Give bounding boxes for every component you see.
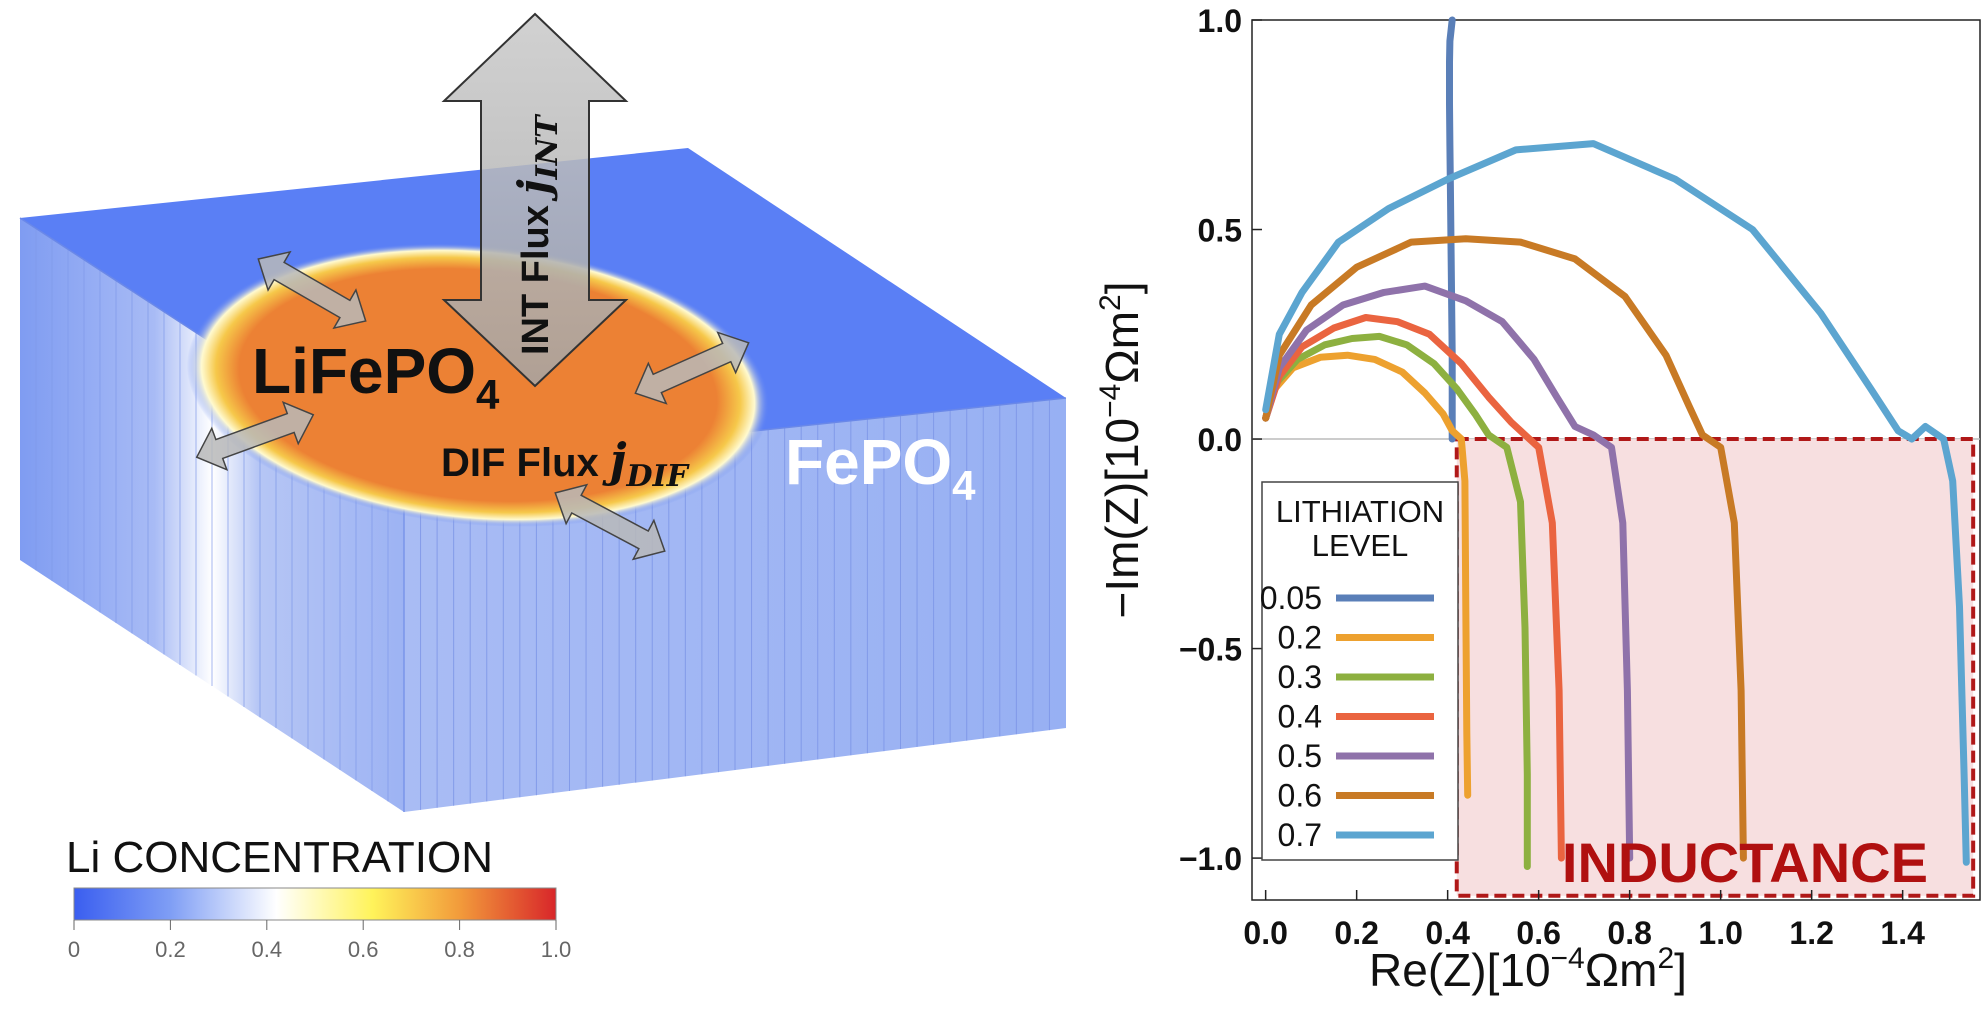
x-axis-ticks: 0.0 0.2 0.4 0.6 0.8 1.0 1.2 1.4 [1243,890,1925,951]
y-axis-ticks: −1.0 −0.5 0.0 0.5 1.0 [1179,3,1262,877]
x-tick-label: 0.8 [1607,915,1651,951]
legend-label: 0.2 [1278,620,1322,656]
legend-label: 0.4 [1278,699,1322,735]
colorbar-tick-label: 0.2 [155,937,186,962]
inductance-box [1454,437,1976,898]
legend-label: 0.5 [1278,738,1322,774]
colorbar-tick-label: 1.0 [541,937,572,962]
lifepo4-label: LiFePO4 [252,335,500,418]
y-axis-label: −Im(Z)[10−4Ωm2] [1094,281,1148,618]
series-line-0.05 [1446,16,1456,443]
series-line-0.4 [1262,314,1565,862]
legend-label: 0.7 [1278,817,1322,853]
colorbar-title: Li CONCENTRATION [66,833,493,882]
series-line-0.7 [1262,140,1970,866]
series-line-0.6 [1262,235,1747,862]
dif-arrow [195,400,315,472]
inductance-label: INDUCTANCE [1562,831,1928,894]
int-flux-arrow: INT Flux jINT [441,12,629,388]
colorbar-ticks: 0 0.2 0.4 0.6 0.8 1.0 [68,920,571,962]
impedance-chart: 0.0 0.2 0.4 0.6 0.8 1.0 1.2 1.4 −1.0 −0.5 0.0 0.5 1… [1094,3,1981,996]
colorbar-tick-label: 0.8 [444,937,475,962]
dif-flux-arrows [195,250,750,561]
x-tick-label: 0.6 [1516,915,1560,951]
y-tick-label: −0.5 [1179,632,1242,668]
x-axis-label: Re(Z)[10−4Ωm2] [1369,942,1687,996]
x-tick-label: 1.4 [1880,915,1925,951]
dif-flux-label: DIF Flux jDIF [441,433,691,494]
colorbar-gradient [73,887,557,921]
colorbar-tick-label: 0 [68,937,80,962]
legend-label: 0.05 [1260,580,1322,616]
dif-arrow [634,331,750,405]
plot-frame [1251,19,1981,901]
colorbar: Li CONCENTRATION 0 0.2 0.4 0.6 0.8 1.0 [66,833,571,962]
legend-label: 0.6 [1278,778,1322,814]
x-tick-label: 0.4 [1425,915,1470,951]
dif-arrow [554,483,666,561]
series-line-0.3 [1262,332,1531,870]
int-flux-label: INT Flux jINT [509,113,565,355]
legend: LITHIATION LEVEL 0.05 0.20.3 0.40.5 0.60.7 [1260,481,1459,861]
series-lines [1262,16,1970,870]
y-tick-label: 1.0 [1198,3,1242,39]
fepo4-label: FePO4 [785,426,976,509]
legend-title-line1: LITHIATION [1276,494,1444,529]
series-line-0.5 [1262,282,1634,862]
colorbar-tick-label: 0.6 [348,937,379,962]
y-tick-label: 0.5 [1198,213,1242,249]
y-tick-label: −1.0 [1179,841,1242,877]
legend-label: 0.3 [1278,659,1322,695]
dif-arrow [257,250,367,330]
x-tick-label: 0.2 [1334,915,1378,951]
series-line-0.2 [1262,351,1472,799]
x-tick-label: 1.2 [1789,915,1833,951]
x-tick-label: 1.0 [1698,915,1742,951]
legend-title-line2: LEVEL [1312,528,1409,563]
x-tick-label: 0.0 [1243,915,1287,951]
y-tick-label: 0.0 [1198,422,1242,458]
colorbar-tick-label: 0.4 [252,937,283,962]
